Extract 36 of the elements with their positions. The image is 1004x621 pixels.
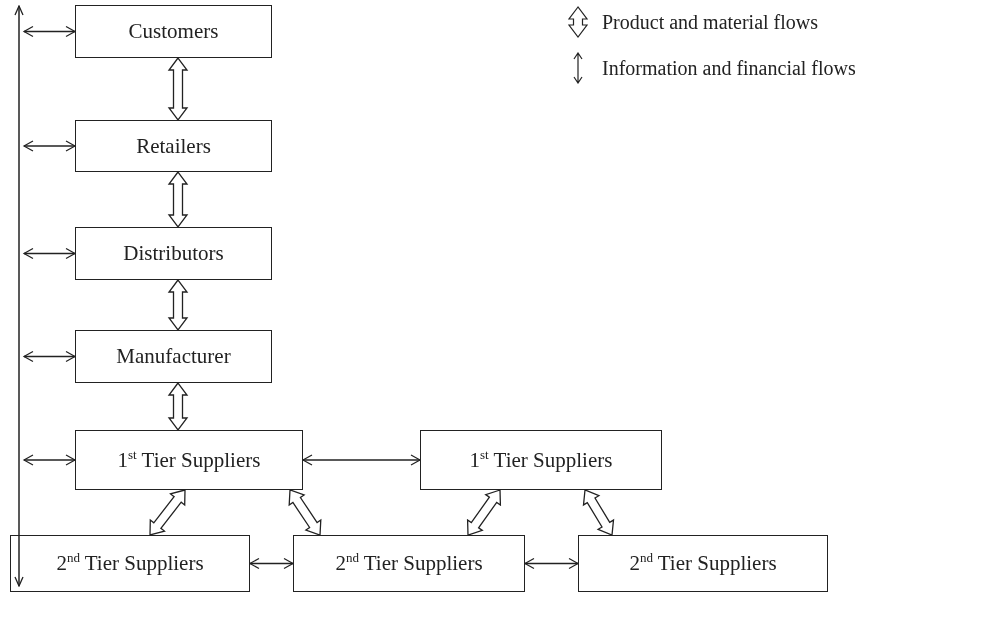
box-label: Retailers	[136, 133, 211, 159]
process-box	[75, 120, 272, 172]
hollow-double-arrow	[582, 489, 615, 536]
process-box	[75, 5, 272, 58]
box-label: 2$^{nd}$ Tier Suppliers	[335, 551, 483, 576]
process-box	[420, 430, 662, 490]
process-box	[578, 535, 828, 592]
hollow-double-arrow	[167, 381, 189, 432]
hollow-double-arrow	[167, 56, 189, 122]
double-arrow	[23, 350, 76, 363]
legend-text: Information and financial flows	[602, 56, 856, 80]
box-label: 1$^{st}$ Tier Suppliers	[117, 447, 261, 473]
hollow-double-arrow	[149, 489, 186, 536]
process-box	[293, 535, 525, 592]
process-box	[75, 330, 272, 383]
box-label: Manufacturer	[116, 344, 231, 369]
process-box	[75, 430, 303, 490]
hollow-double-arrow	[167, 170, 189, 229]
hollow-double-arrow	[466, 489, 502, 536]
double-arrow	[23, 454, 76, 466]
box-label: 1$^{st}$ Tier Suppliers	[469, 447, 613, 473]
double-arrow	[23, 247, 76, 260]
box-label: 2$^{nd}$ Tier Suppliers	[629, 551, 777, 576]
box-label: 2$^{nd}$ Tier Suppliers	[56, 551, 204, 576]
double-arrow	[23, 25, 76, 38]
box-label: Customers	[128, 19, 219, 44]
process-box	[10, 535, 250, 592]
box-label: Distributors	[123, 241, 224, 266]
double-arrow	[249, 557, 294, 570]
hollow-double-arrow	[288, 489, 322, 536]
hollow-double-arrow	[167, 278, 189, 332]
process-box	[75, 227, 272, 280]
legend-text: Product and material flows	[602, 10, 819, 34]
double-arrow	[524, 557, 579, 570]
double-arrow	[302, 454, 421, 466]
double-arrow	[23, 140, 76, 152]
